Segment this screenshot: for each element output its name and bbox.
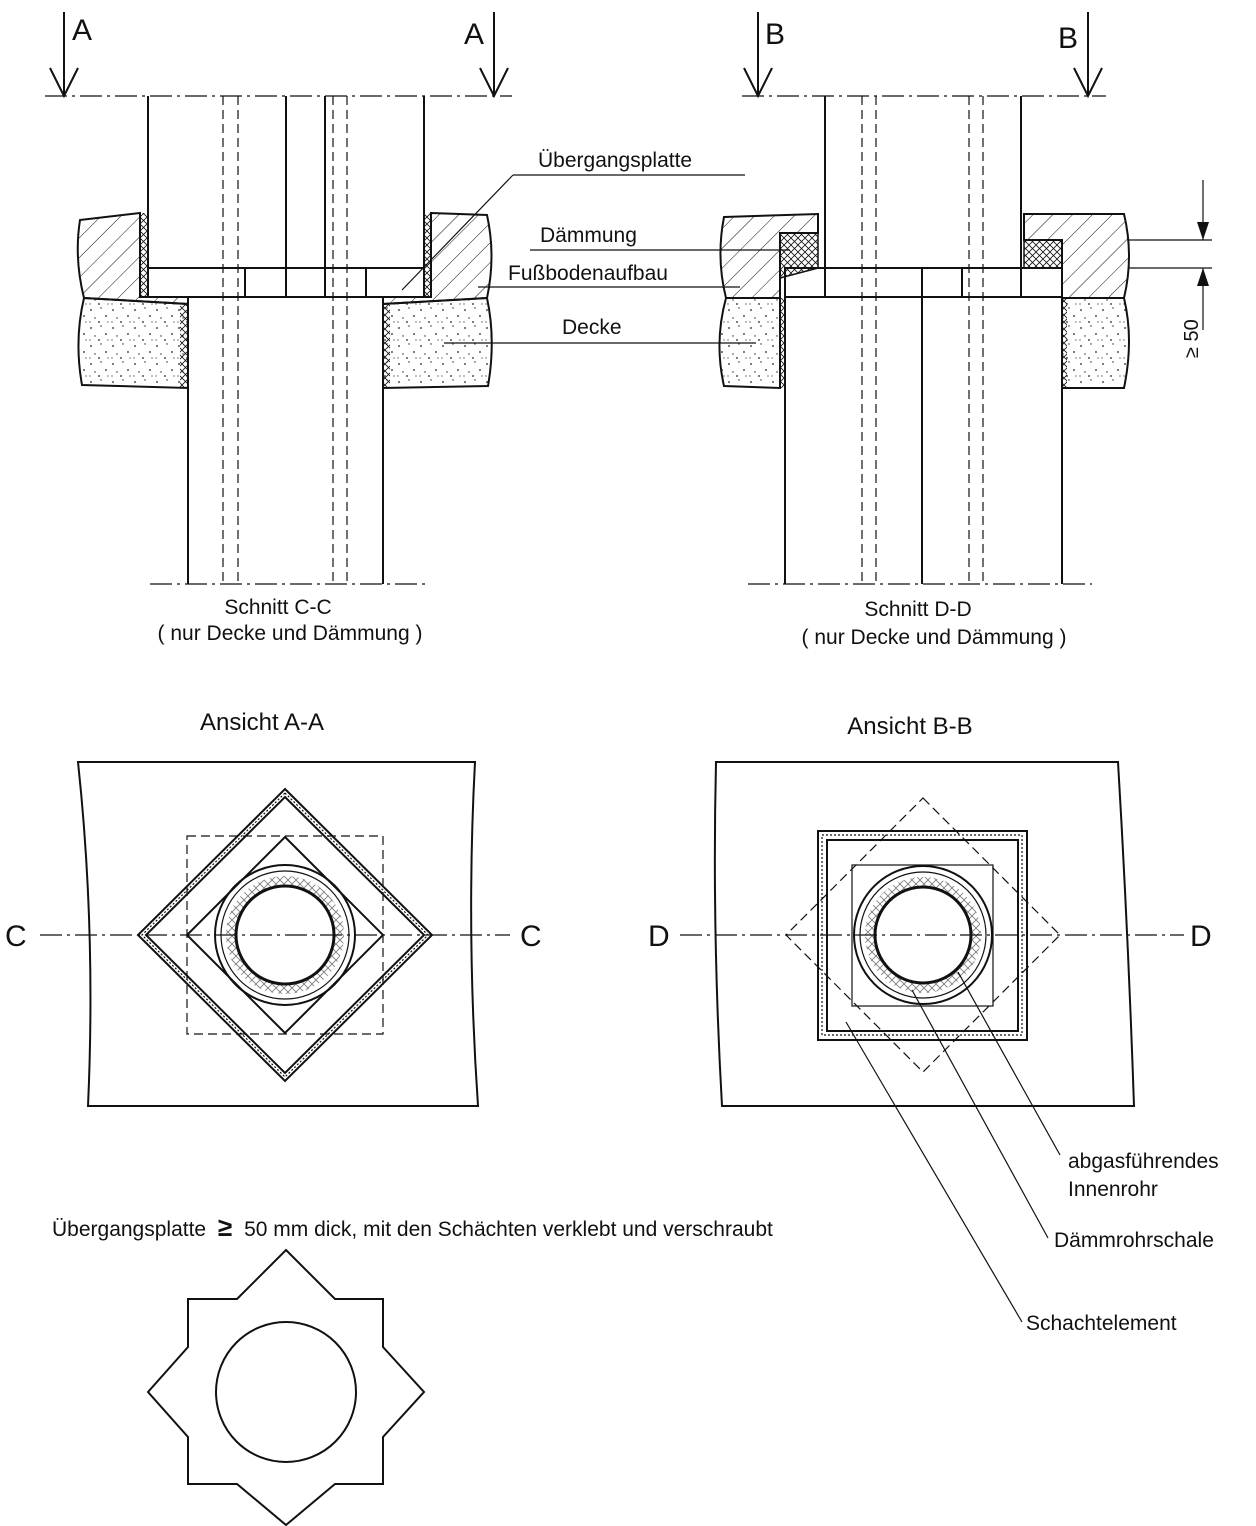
dimension-50 [1128,180,1212,330]
callout-daemmrohrschale: Dämmrohrschale [1054,1229,1214,1252]
transition-plate [147,267,425,298]
leader-uebergangsplatte [401,174,514,291]
arrow-b-right-icon [1073,12,1103,99]
view-a-title: Ansicht A-A [200,709,324,736]
label-fussbodenaufbau: Fußbodenaufbau [508,262,668,285]
insulation-strip [140,213,148,297]
note-text: Übergangsplatte ≥ 50 mm dick, mit den Sc… [52,1212,773,1242]
lower-shaft-hidden [785,797,1061,1073]
upper-shaft [147,96,425,297]
plate-square [851,864,994,1007]
arrow-a-left-icon [49,12,79,99]
outer-shaft-square [136,787,434,1083]
upper-shaft [824,96,1022,584]
marker-d-right: D [1190,920,1212,953]
inner-pipe [873,885,973,985]
section-d-subtitle: ( nur Decke und Dämmung ) [802,626,1067,649]
star-plate [146,1248,426,1526]
lower-shaft [784,297,1063,584]
leader-daemmrohrschale [911,989,1049,1239]
floor-slab-left [718,212,819,390]
section-d-title: Schnitt D-D [864,598,971,621]
outer-shaft-square-inner [144,795,426,1075]
slab-outline [76,761,480,1107]
section-c-c: A A [45,12,512,645]
view-a-a: Ansicht A-A C C [5,709,542,1107]
callout-schachtelement: Schachtelement [1026,1312,1177,1335]
floor-slab-right [1023,213,1130,389]
view-b-title: Ansicht B-B [847,713,972,740]
outer-shaft-square [817,830,1028,1041]
slab-outline [713,761,1136,1107]
marker-a-right: A [464,18,484,51]
inner-pipe-hidden [861,96,984,584]
outer-ring [853,865,993,1005]
marker-d-left: D [648,920,670,953]
note-before: Übergangsplatte [52,1218,206,1241]
leader-schachtelement [845,1021,1023,1323]
note-after: 50 mm dick, mit den Schächten verklebt u… [244,1218,773,1241]
marker-b-left: B [765,18,785,51]
lower-shaft [187,297,384,584]
callout-innenrohr-line2: Innenrohr [1068,1178,1158,1201]
star-plate-opening [215,1321,357,1463]
leader-innenrohr [957,971,1061,1156]
note-symbol: ≥ [218,1212,232,1242]
inner-pipe-hidden [222,96,348,584]
section-c-subtitle: ( nur Decke und Dämmung ) [158,622,423,645]
insulation-strip [383,304,390,388]
insulation-strip [180,304,188,388]
star-plate-outline [146,1248,426,1526]
floor-slab-left [76,211,189,390]
callout-innenrohr-line1: abgasführendes [1068,1150,1219,1173]
view-b-b: Ansicht B-B D D [648,713,1212,1323]
label-decke: Decke [562,316,622,339]
label-daemmung: Dämmung [540,224,637,247]
arrow-a-right-icon [479,12,509,99]
label-uebergangsplatte: Übergangsplatte [538,149,692,172]
marker-c-left: C [5,920,27,953]
plate-square [185,835,385,1035]
arrow-b-left-icon [743,12,773,99]
section-d-d: B B [718,12,1212,649]
marker-b-right: B [1058,22,1078,55]
section-c-title: Schnitt C-C [224,596,331,619]
floor-slab-right [382,211,493,390]
marker-c-right: C [520,920,542,953]
transition-plate [784,267,1063,298]
label-group: Übergangsplatte Dämmung Fußbodenaufbau D… [401,149,790,344]
dimension-label: ≥ 50 [1181,319,1203,358]
marker-a-left: A [72,14,92,47]
insulation-strip [424,213,431,297]
